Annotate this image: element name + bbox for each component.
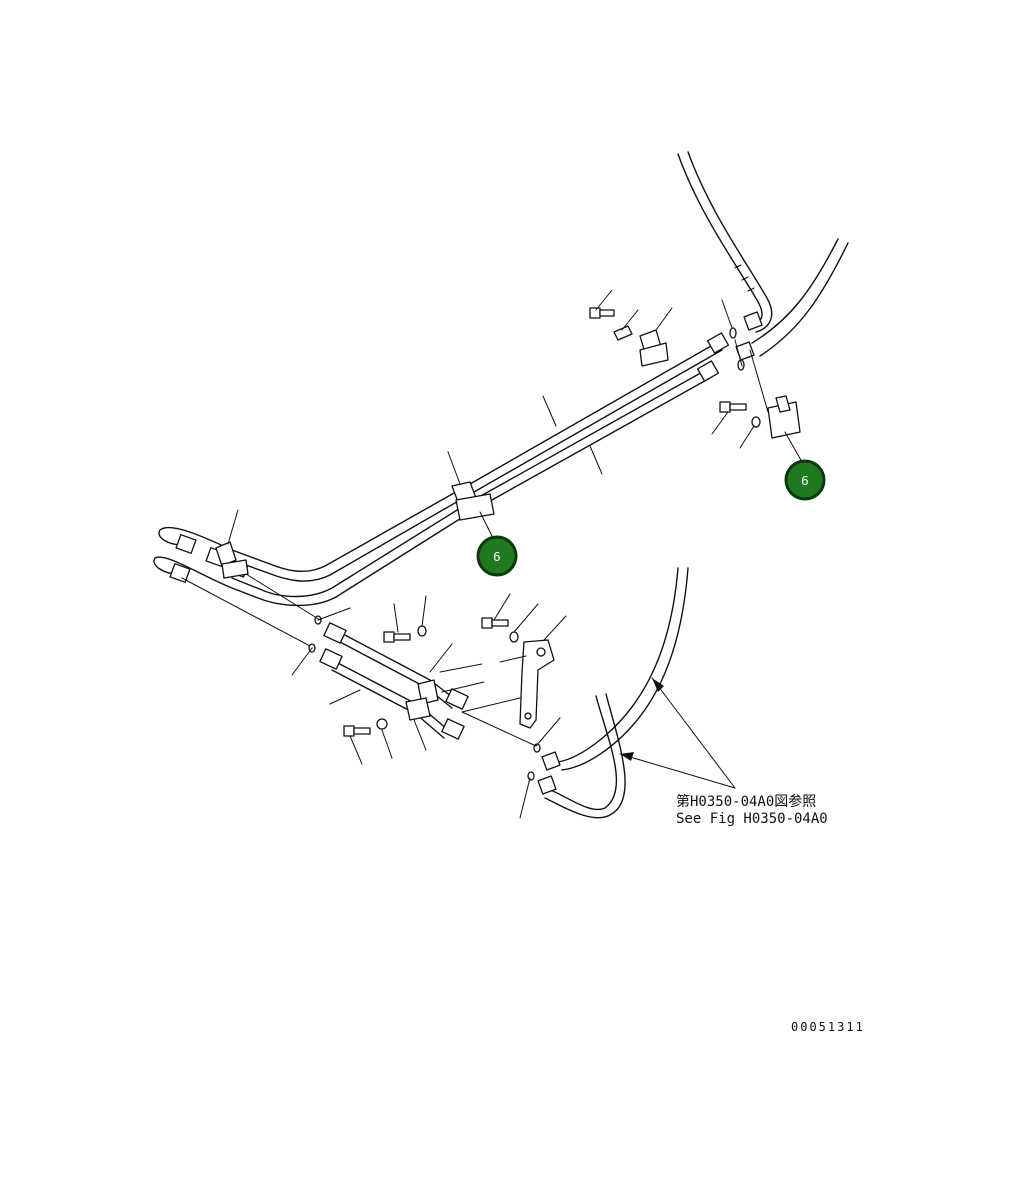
reference-label-jp: 第H0350-04A0図参照 [676, 793, 816, 810]
upper-pipe-assembly [153, 341, 723, 607]
fitting-cluster-upper [696, 311, 763, 382]
bolt-lower-1 [383, 631, 411, 643]
bolt-right [719, 401, 747, 413]
clamp-upper-right [767, 395, 801, 439]
upper-right-hose-1 [677, 151, 773, 333]
washer-right [751, 416, 761, 428]
bolt-top [589, 307, 615, 319]
callout-badge-1[interactable]: 6 [784, 459, 826, 501]
upper-right-hose-2 [751, 238, 849, 357]
callout-label: 6 [493, 550, 501, 564]
clamp-upper-left [639, 329, 669, 367]
callout-label: 6 [801, 474, 809, 488]
washer-lower-3 [376, 718, 388, 730]
lower-right-hoses [544, 567, 689, 819]
bracket-plate [519, 639, 555, 729]
bolt-lower-3 [343, 725, 371, 737]
lower-pipe-assembly [331, 633, 457, 739]
callout-badge-2[interactable]: 6 [476, 535, 518, 577]
washer-lower-1 [417, 625, 427, 637]
washer-lower-2 [509, 631, 519, 643]
clamp-left [215, 541, 249, 579]
drawing-number: 00051311 [791, 1020, 865, 1034]
reference-label-en: See Fig H0350-04A0 [676, 811, 828, 827]
clamp-lower [405, 679, 439, 721]
bolt-lower-2 [481, 617, 509, 629]
leader-lines [181, 289, 803, 819]
clamp-middle [451, 481, 495, 521]
reference-arrows [619, 677, 736, 789]
